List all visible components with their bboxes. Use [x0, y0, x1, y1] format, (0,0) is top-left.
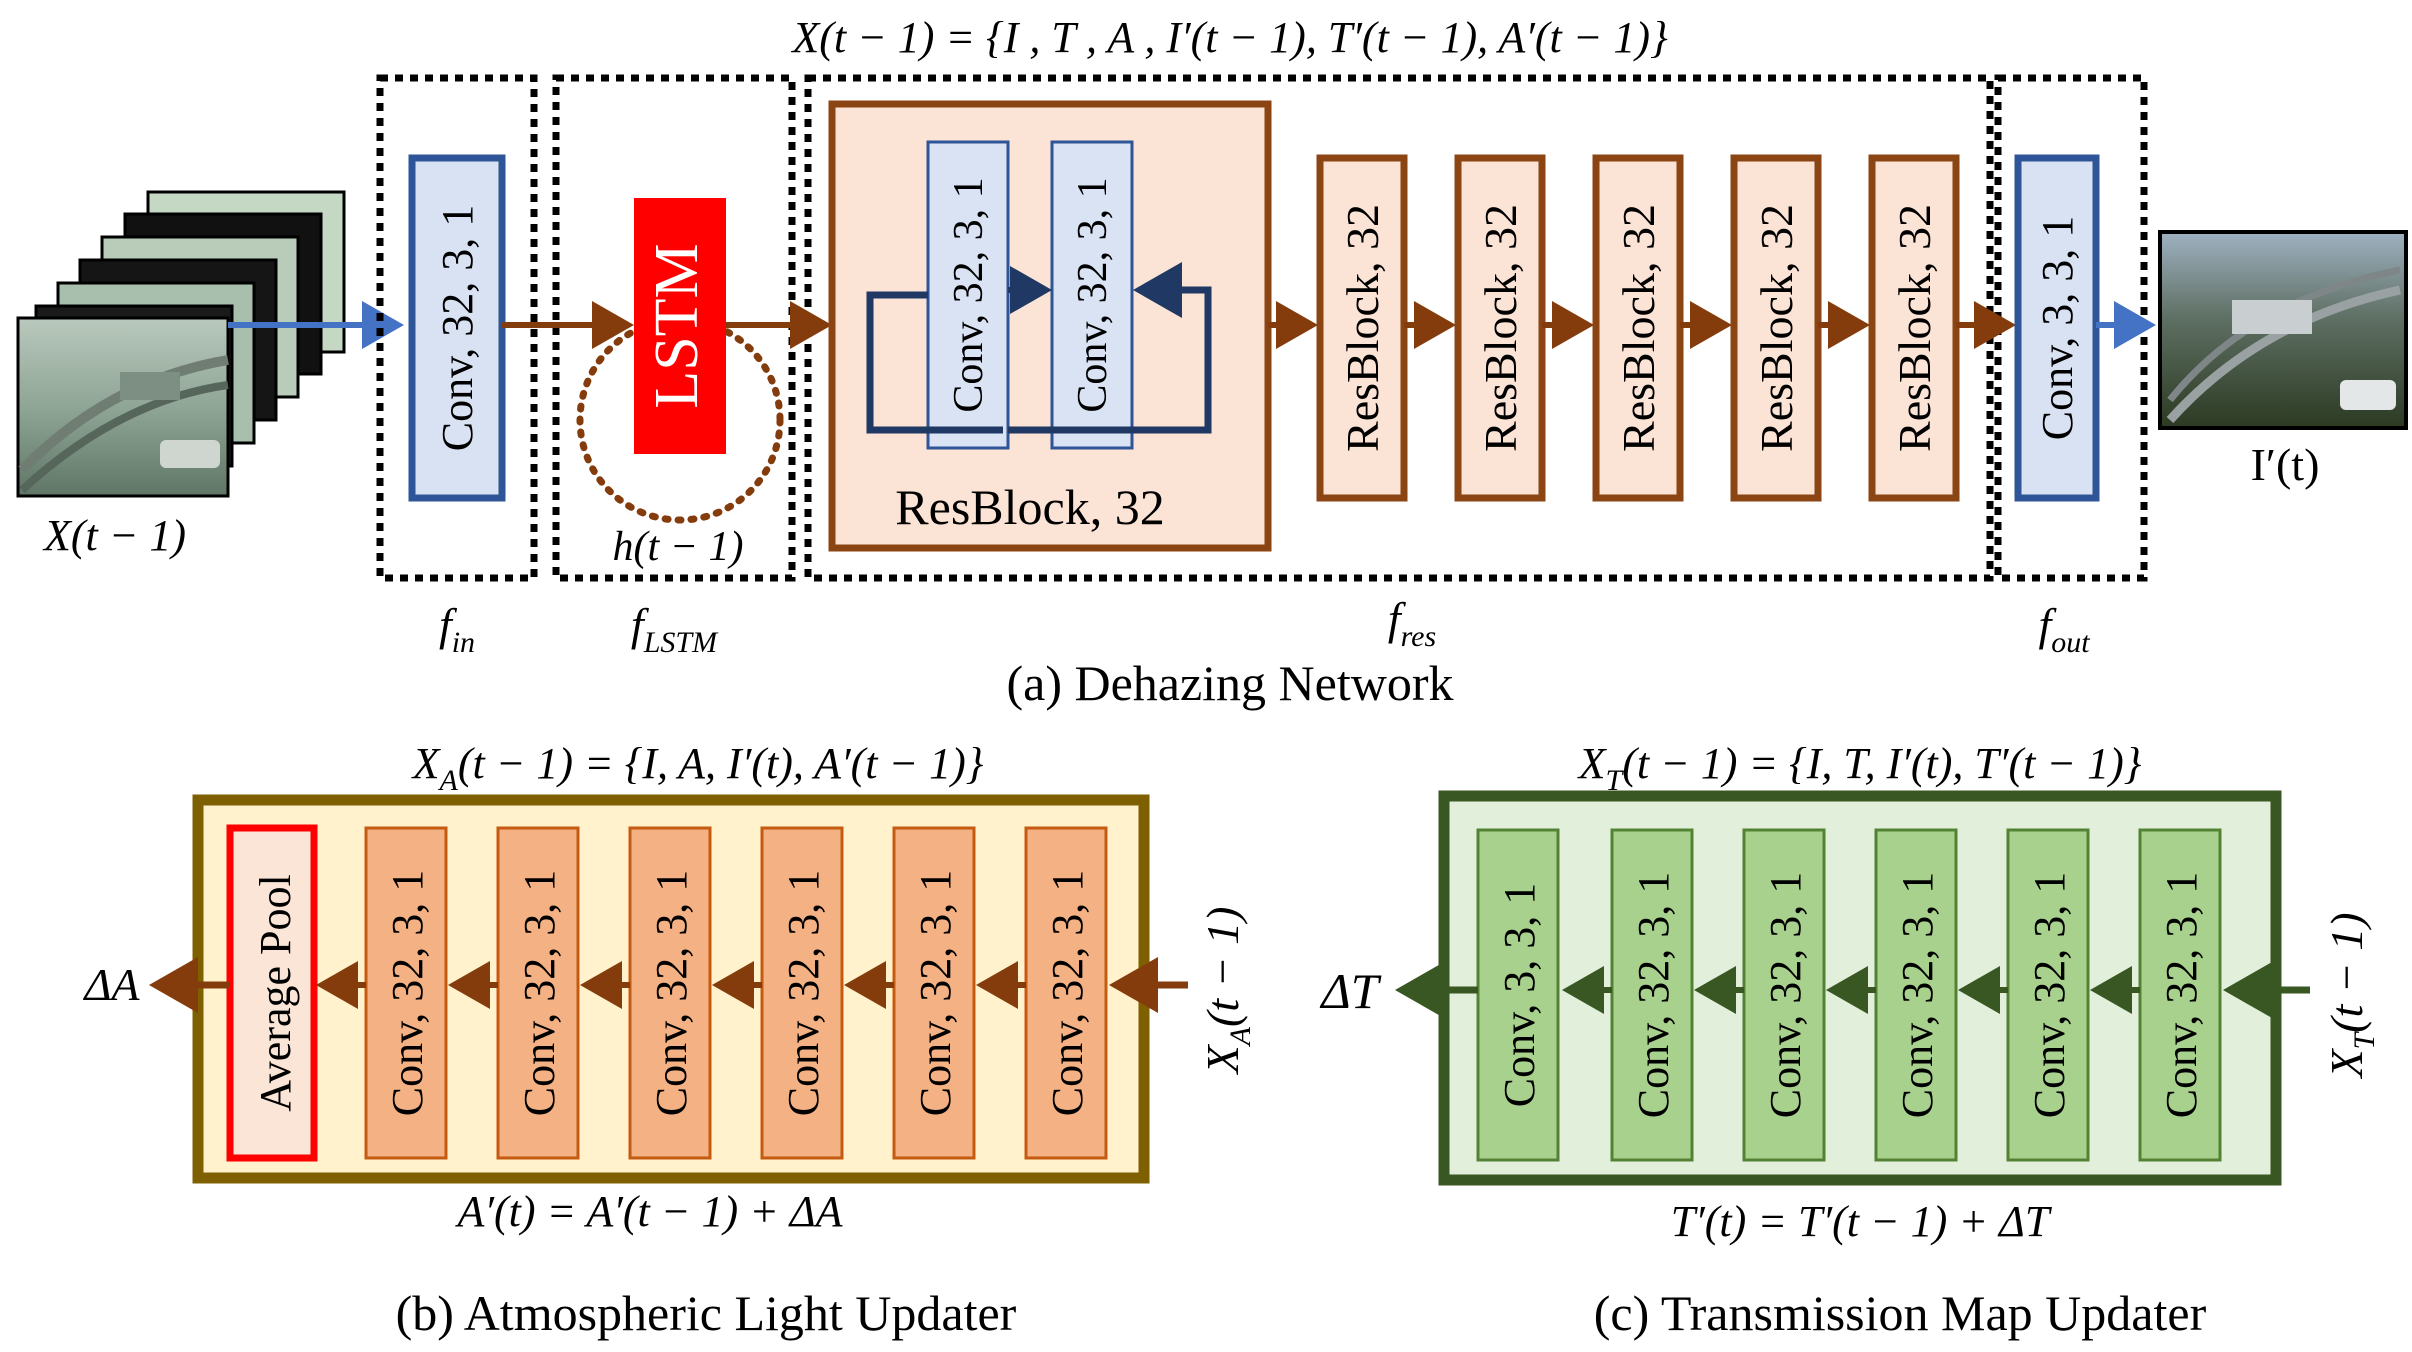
- f-lstm-label: fLSTM: [631, 599, 719, 659]
- atm-conv-1-label: Conv, 32, 3, 1: [383, 870, 432, 1117]
- inner-conv-1-label: Conv, 32, 3, 1: [946, 177, 992, 412]
- atm-caption: (b) Atmospheric Light Updater: [396, 1285, 1017, 1341]
- input-label: X(t − 1): [42, 511, 186, 560]
- atm-output-label: ΔA: [82, 959, 140, 1010]
- f-in-group: [376, 74, 538, 582]
- trans-conv-3: Conv, 32, 3, 1: [1742, 828, 1826, 1162]
- f-out-label: fout: [2038, 599, 2090, 659]
- atm-conv-4: Conv, 32, 3, 1: [760, 826, 844, 1160]
- trans-formula-top: XT(t − 1) = {I, T, I′(t), T′(t − 1)}: [1577, 739, 2142, 797]
- atm-conv-6: Conv, 32, 3, 1: [1024, 826, 1108, 1160]
- atm-average-pool-label: Average Pool: [251, 874, 300, 1111]
- inner-conv-2-label: Conv, 32, 3, 1: [1070, 177, 1116, 412]
- atm-conv-3: Conv, 32, 3, 1: [628, 826, 712, 1160]
- resblock-2-label: ResBlock, 32: [1475, 204, 1526, 452]
- trans-conv-2-label: Conv, 32, 3, 1: [1629, 872, 1678, 1119]
- trans-formula-bottom: T′(t) = T′(t − 1) + ΔT: [1671, 1197, 2053, 1246]
- atm-conv-5: Conv, 32, 3, 1: [892, 826, 976, 1160]
- trans-input-label: XT(t − 1): [2321, 912, 2381, 1079]
- f-res-label: fres: [1388, 593, 1436, 653]
- atm-conv-2: Conv, 32, 3, 1: [496, 826, 580, 1160]
- atm-input-label: XA(t − 1): [1197, 907, 1257, 1076]
- skip-connection-right: [1008, 262, 1212, 434]
- resblock-4: ResBlock, 32: [1730, 154, 1822, 502]
- dehazed-output-image: [2158, 230, 2408, 430]
- trans-output-label: ΔT: [1319, 963, 1381, 1019]
- skip-connection-left: [866, 291, 1003, 434]
- atm-conv-4-label: Conv, 32, 3, 1: [779, 870, 828, 1117]
- resblock-5-label: ResBlock, 32: [1889, 204, 1940, 452]
- atm-conv-3-label: Conv, 32, 3, 1: [647, 870, 696, 1117]
- resblock-3: ResBlock, 32: [1592, 154, 1684, 502]
- trans-conv-5-label: Conv, 32, 3, 1: [2025, 872, 2074, 1119]
- trans-conv-6-label: Conv, 32, 3, 1: [2157, 872, 2206, 1119]
- atm-conv-1: Conv, 32, 3, 1: [364, 826, 448, 1160]
- trans-conv-1-label: Conv, 3, 3, 1: [1495, 883, 1544, 1108]
- dehazing-caption: (a) Dehazing Network: [1006, 655, 1453, 711]
- trans-conv-6: Conv, 32, 3, 1: [2138, 828, 2222, 1162]
- trans-caption: (c) Transmission Map Updater: [1594, 1285, 2207, 1341]
- inner-conv-1-block: [926, 140, 1010, 450]
- f-in-conv-label: Conv, 32, 3, 1: [433, 205, 482, 452]
- atm-conv-6-label: Conv, 32, 3, 1: [1043, 870, 1092, 1117]
- trans-conv-4-label: Conv, 32, 3, 1: [1893, 872, 1942, 1119]
- output-label: I′(t): [2251, 439, 2320, 490]
- f-in-label: fin: [439, 599, 475, 659]
- inner-conv-2-block: [1050, 140, 1134, 450]
- resblock-3-label: ResBlock, 32: [1613, 204, 1664, 452]
- lstm-block: [634, 198, 726, 454]
- resblock-5: ResBlock, 32: [1868, 154, 1960, 502]
- lstm-label: LSTM: [643, 243, 711, 408]
- resblock-1-label: ResBlock, 32: [1337, 204, 1388, 452]
- trans-conv-3-label: Conv, 32, 3, 1: [1761, 872, 1810, 1119]
- resblock-detail-title: ResBlock, 32: [895, 479, 1164, 535]
- resblock-2: ResBlock, 32: [1454, 154, 1546, 502]
- hazy-input-image: [16, 316, 230, 498]
- trans-conv-4: Conv, 32, 3, 1: [1874, 828, 1958, 1162]
- resblock-1: ResBlock, 32: [1316, 154, 1408, 502]
- trans-conv-5: Conv, 32, 3, 1: [2006, 828, 2090, 1162]
- atm-conv-2-label: Conv, 32, 3, 1: [515, 870, 564, 1117]
- atm-average-pool: Average Pool: [226, 824, 318, 1162]
- dehazing-input-formula: X(t − 1) = {I , T , A , I′(t − 1), T′(t …: [790, 13, 1668, 62]
- hidden-state-label: h(t − 1): [613, 524, 744, 570]
- trans-conv-1: Conv, 3, 3, 1: [1476, 828, 1560, 1162]
- atm-formula-bottom: A′(t) = A′(t − 1) + ΔA: [454, 1187, 843, 1236]
- trans-conv-2: Conv, 32, 3, 1: [1610, 828, 1694, 1162]
- f-out-conv-label: Conv, 3, 3, 1: [2033, 216, 2082, 441]
- resblock-detail: [828, 100, 1272, 552]
- atm-conv-5-label: Conv, 32, 3, 1: [911, 870, 960, 1117]
- atm-formula-top: XA(t − 1) = {I, A, I′(t), A′(t − 1)}: [411, 739, 984, 797]
- resblock-4-label: ResBlock, 32: [1751, 204, 1802, 452]
